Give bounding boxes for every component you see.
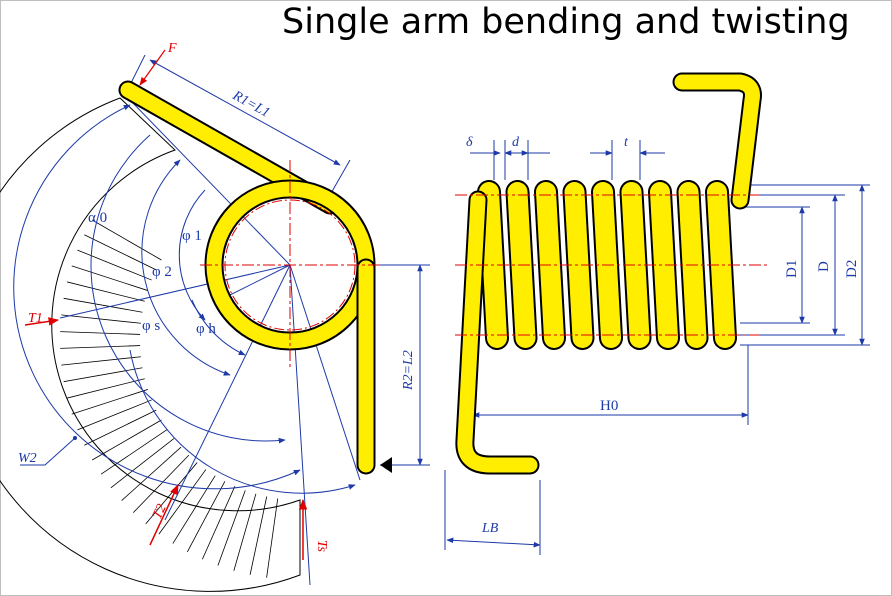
LB-dimension-line [446,537,541,548]
label-delta: δ [466,135,473,150]
hatch-line [60,331,141,335]
label-R2: R2=L2 [401,350,416,391]
label-D2: D2 [844,260,860,278]
hatch-line [158,469,207,535]
R1-extension-a [129,54,146,86]
label-phi1: φ 1 [182,228,202,244]
hatch-line [202,486,236,560]
W2-leader-dot [73,436,77,440]
label-alpha0: α 0 [88,210,107,226]
hatch-line [186,481,226,553]
hatch-line [91,219,162,261]
R1-dimension-line [149,59,341,166]
phis-arc [90,134,286,444]
T2-arrow [149,484,179,546]
label-F: F [167,41,177,56]
right-spring-arms [455,72,762,475]
hatch-line [84,409,157,446]
hatch-line [172,475,216,544]
hatch-line [217,490,246,566]
hatch-line [71,265,148,291]
coil-turn [564,182,593,348]
hatch-line [77,249,152,281]
label-H0: H0 [600,398,618,414]
torque-scale-sector [0,97,301,592]
force-F-arrow [139,49,166,86]
label-W2: W2 [18,451,37,466]
hatch-line [266,498,279,578]
label-D1: D1 [784,260,800,278]
W2-leader [20,437,76,466]
coil-turn [621,182,650,348]
hatch-line [84,234,157,271]
radial-line-T2 [164,264,291,521]
radial-line-Ts [289,264,311,586]
rotation-arc-outer [129,349,356,494]
hatch-line [63,367,143,383]
hatch-line [63,297,143,313]
coil-turn [707,182,735,348]
label-d: d [512,135,520,150]
label-LB: LB [481,521,499,536]
label-phih: φ h [196,321,216,337]
hatch-line [61,356,141,366]
label-Ts: Ts [314,540,329,553]
R1-extension-b [329,159,351,196]
radial-line-R2 [289,264,361,481]
hatch-line [67,378,145,399]
label-t: t [624,135,629,150]
T1-arrow [24,317,60,326]
load-point-marker [380,457,392,473]
label-T1: T1 [28,311,43,326]
hatch-line [249,496,268,575]
phi1-arc [178,189,206,321]
label-D: D [816,261,832,272]
alpha0-arc [13,104,301,490]
phi2-arc [141,159,231,376]
hatch-line [71,389,148,415]
radial-line-T1 [59,264,291,319]
hatch-line [61,314,141,324]
hatch-line [60,345,141,349]
label-phi2: φ 2 [152,264,172,280]
phih-arc [191,299,246,356]
radial-line-phih [219,264,291,301]
diagram-title: Single arm bending and twisting [282,2,850,42]
coil-turn [650,182,678,348]
hatch-line [67,281,145,302]
label-phis: φ s [142,318,160,334]
hatch-line [77,399,152,431]
label-T2: T2 [150,502,170,522]
hatch-line [233,493,257,571]
